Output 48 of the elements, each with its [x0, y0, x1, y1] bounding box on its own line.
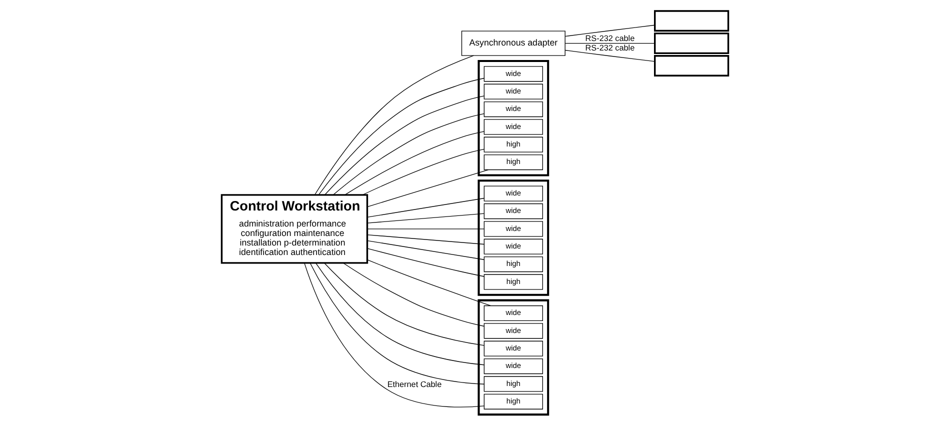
connector — [318, 78, 484, 196]
node-box: wide — [483, 238, 542, 254]
connector — [324, 96, 484, 196]
connector — [332, 113, 484, 196]
connector — [323, 262, 484, 346]
node-box — [654, 10, 729, 32]
connector — [366, 234, 484, 245]
node-box: Control Workstation administration performance configuration maintenance installation p-determination identification authentication — [220, 194, 368, 264]
connector — [366, 259, 490, 306]
node-box: wide — [483, 340, 542, 356]
connector — [342, 262, 484, 327]
connector — [309, 262, 484, 384]
node-box: wide — [483, 305, 542, 322]
connector — [344, 131, 484, 196]
connector — [366, 198, 484, 218]
connector — [314, 55, 474, 196]
node-box: wide — [483, 203, 542, 220]
node-box — [654, 55, 729, 76]
node-box: wide — [483, 119, 542, 135]
node-box: Asynchronous adapter — [460, 30, 565, 56]
node-box: high — [483, 376, 542, 392]
connector — [366, 248, 484, 277]
connector — [366, 240, 484, 260]
node-box: high — [483, 256, 542, 272]
node-box: high — [483, 394, 542, 410]
node-box: wide — [483, 84, 542, 100]
connector — [564, 42, 655, 44]
node-box: wide — [483, 221, 542, 237]
connector — [366, 169, 488, 208]
connector — [564, 50, 655, 62]
connector — [366, 228, 484, 230]
connector — [362, 148, 484, 196]
node-box: wide — [483, 358, 542, 374]
node-box: wide — [483, 101, 542, 118]
cluster — [477, 299, 549, 416]
node-box: wide — [483, 66, 542, 82]
node-box: high — [483, 136, 542, 152]
node-box: high — [483, 274, 542, 290]
node-box — [654, 32, 729, 54]
connector — [315, 262, 484, 366]
cluster — [477, 180, 549, 296]
node-box: wide — [483, 186, 542, 202]
cluster — [477, 60, 549, 176]
connector — [366, 213, 484, 224]
connector — [564, 24, 655, 37]
node-box: wide — [483, 323, 542, 339]
connector — [304, 262, 484, 408]
node-box: high — [483, 154, 542, 170]
